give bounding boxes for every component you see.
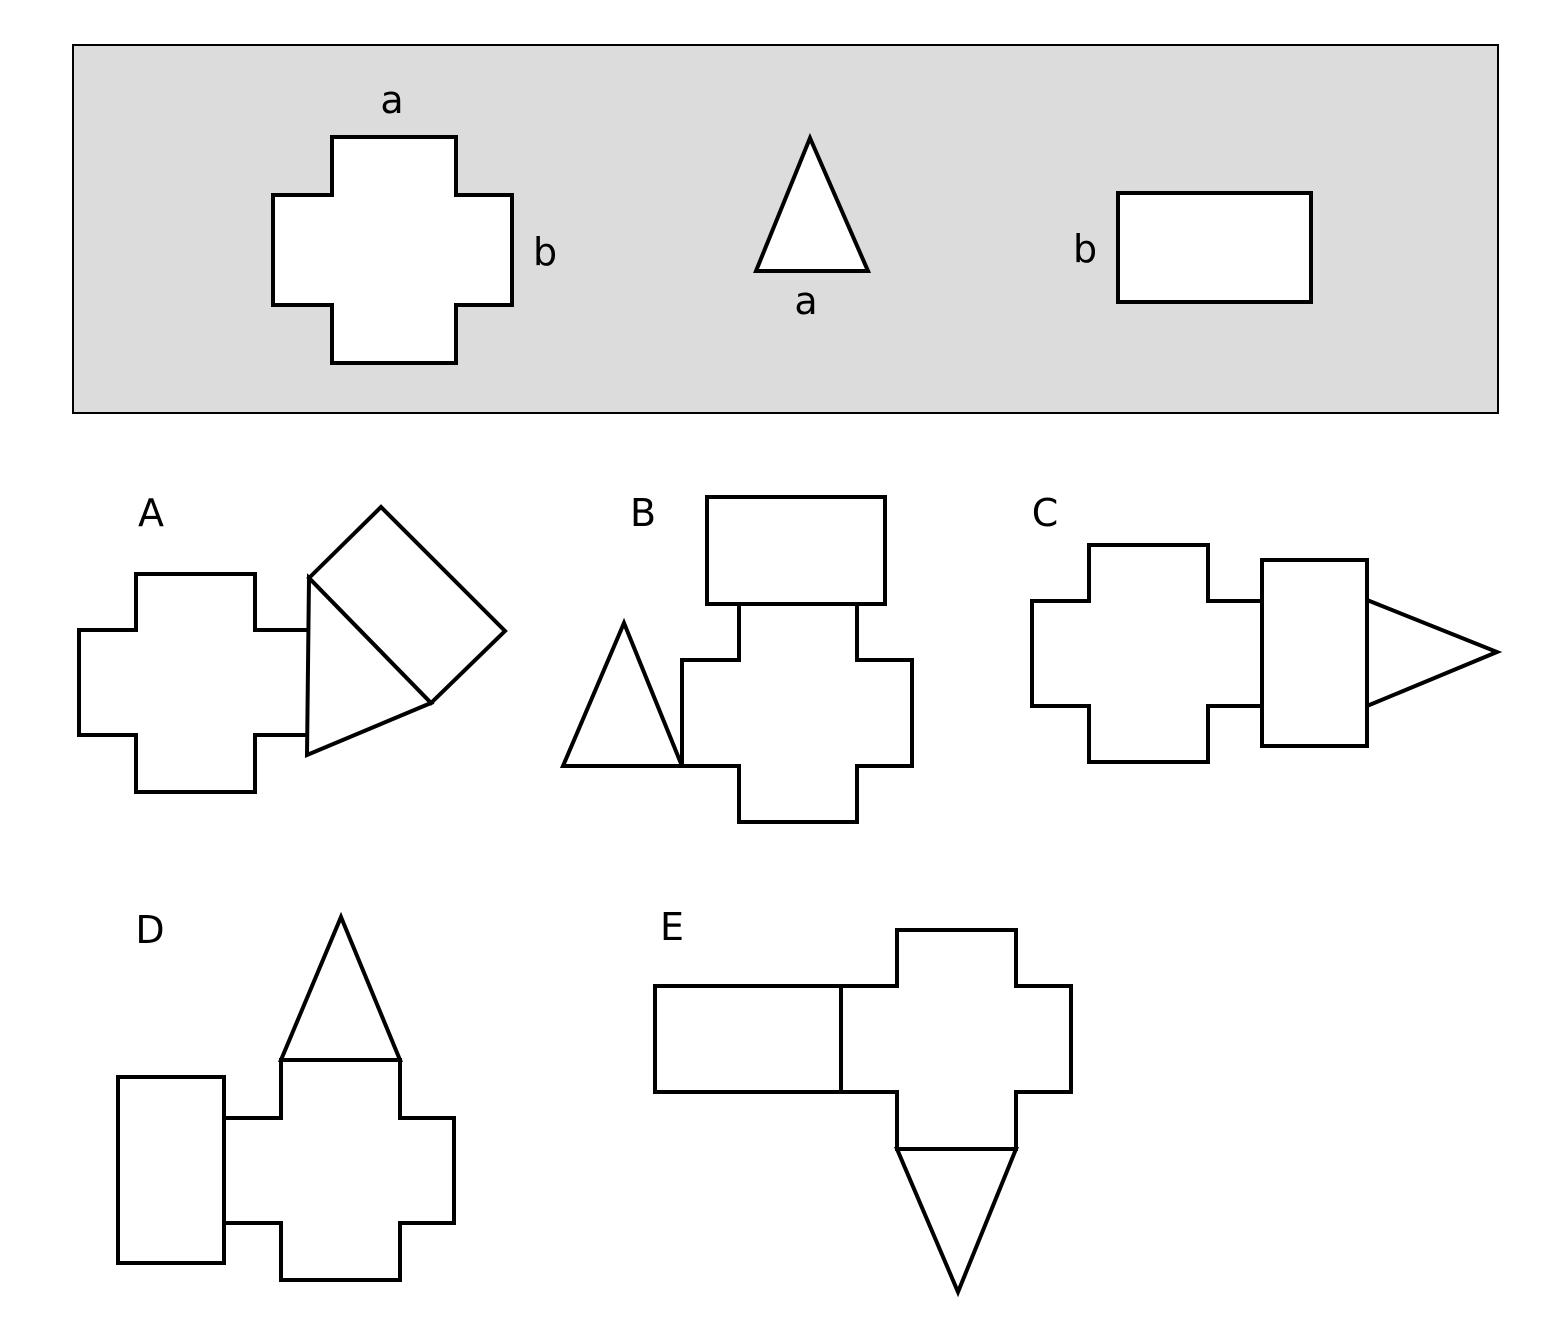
option-e-letter: E bbox=[660, 905, 684, 949]
option-c-cross bbox=[1030, 543, 1264, 764]
option-d-triangle bbox=[277, 911, 403, 1062]
option-e[interactable]: E bbox=[653, 905, 1073, 1298]
option-a-cross bbox=[77, 572, 311, 794]
option-c-triangle bbox=[1365, 597, 1503, 709]
option-a-triangle bbox=[304, 573, 435, 759]
rectangle-shape bbox=[1116, 191, 1313, 304]
cross-shape bbox=[271, 135, 514, 365]
cross-side-label: b bbox=[533, 230, 557, 274]
option-c-rectangle bbox=[1260, 558, 1369, 748]
reference-cross: a b bbox=[271, 78, 557, 365]
reference-panel: a b a b bbox=[72, 44, 1499, 414]
option-b-letter: B bbox=[630, 491, 656, 535]
option-a[interactable]: A bbox=[77, 491, 508, 794]
option-e-triangle bbox=[893, 1147, 1019, 1298]
option-d-rectangle bbox=[116, 1075, 226, 1265]
option-a-letter: A bbox=[138, 491, 164, 535]
option-b[interactable]: B bbox=[559, 491, 914, 824]
triangle-base-label: a bbox=[794, 279, 817, 323]
reference-triangle: a bbox=[753, 132, 872, 323]
option-b-rectangle bbox=[705, 495, 887, 606]
option-c-letter: C bbox=[1032, 491, 1059, 535]
option-d[interactable]: D bbox=[116, 908, 456, 1282]
option-b-triangle bbox=[559, 617, 685, 768]
rectangle-side-label: b bbox=[1073, 227, 1097, 271]
option-e-rectangle bbox=[653, 984, 843, 1094]
reference-rectangle: b bbox=[1073, 191, 1313, 304]
option-d-cross bbox=[222, 1058, 456, 1282]
triangle-shape bbox=[753, 132, 872, 273]
option-e-cross bbox=[839, 928, 1073, 1151]
option-c[interactable]: C bbox=[1030, 491, 1503, 764]
cross-top-label: a bbox=[380, 78, 403, 122]
option-b-cross bbox=[680, 602, 914, 824]
option-d-letter: D bbox=[135, 908, 164, 952]
